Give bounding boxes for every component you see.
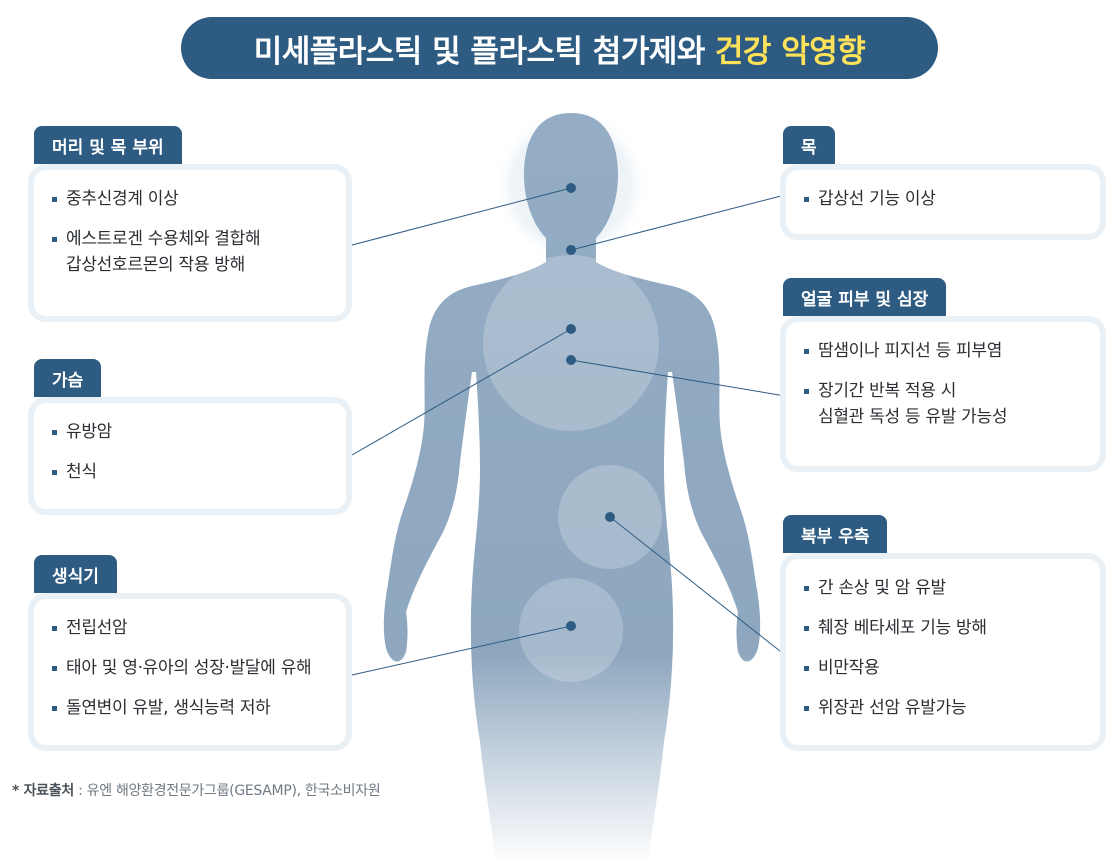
connector-chest bbox=[351, 328, 572, 456]
panel-head-neck: 중추신경계 이상 에스트로겐 수용체와 결합해 갑상선호르몬의 작용 방해 bbox=[28, 164, 352, 322]
source-prefix: * 자료출처 bbox=[12, 783, 74, 799]
list-item: 돌연변이 유발, 생식능력 저하 bbox=[50, 695, 330, 721]
source-note: * 자료출처 : 유엔 해양환경전문가그룹(GESAMP), 한국소비자원 bbox=[12, 780, 381, 800]
marker-reproductive bbox=[566, 621, 576, 631]
tag-neck: 목 bbox=[783, 126, 835, 164]
tag-chest: 가슴 bbox=[34, 359, 102, 397]
marker-neck bbox=[566, 245, 576, 255]
list-item: 태아 및 영·유아의 성장·발달에 유해 bbox=[50, 655, 330, 681]
title-highlight: 건강 악영향 bbox=[714, 33, 866, 70]
tag-skin-heart: 얼굴 피부 및 심장 bbox=[783, 278, 947, 316]
panel-neck: 갑상선 기능 이상 bbox=[780, 164, 1106, 240]
list-item: 장기간 반복 적용 시 심혈관 독성 등 유발 가능성 bbox=[802, 378, 1084, 430]
panel-reproductive: 전립선암 태아 및 영·유아의 성장·발달에 유해 돌연변이 유발, 생식능력 … bbox=[28, 593, 352, 751]
tag-abdomen: 복부 우측 bbox=[783, 515, 888, 553]
marker-head bbox=[566, 183, 576, 193]
tag-reproductive: 생식기 bbox=[34, 555, 117, 593]
list-item: 위장관 선암 유발가능 bbox=[802, 695, 1084, 721]
list-item: 간 손상 및 암 유발 bbox=[802, 575, 1084, 601]
list-item: 땀샘이나 피지선 등 피부염 bbox=[802, 338, 1084, 364]
marker-abdomen bbox=[605, 512, 615, 522]
tag-head-neck: 머리 및 목 부위 bbox=[34, 126, 182, 164]
marker-chest bbox=[566, 324, 576, 334]
panel-skin-heart: 땀샘이나 피지선 등 피부염 장기간 반복 적용 시 심혈관 독성 등 유발 가… bbox=[780, 316, 1106, 472]
connector-heart bbox=[570, 359, 786, 397]
list-item: 중추신경계 이상 bbox=[50, 186, 330, 212]
connector-abdomen bbox=[609, 516, 786, 656]
source-text: : 유엔 해양환경전문가그룹(GESAMP), 한국소비자원 bbox=[73, 783, 381, 799]
marker-heart bbox=[566, 355, 576, 365]
list-item: 천식 bbox=[50, 459, 330, 485]
connector-head bbox=[351, 187, 572, 246]
connector-reproductive bbox=[351, 625, 572, 676]
title-main: 미세플라스틱 및 플라스틱 첨가제와 bbox=[253, 33, 706, 70]
list-item: 갑상선 기능 이상 bbox=[802, 186, 1084, 212]
list-item: 에스트로겐 수용체와 결합해 갑상선호르몬의 작용 방해 bbox=[50, 226, 330, 278]
list-item: 비만작용 bbox=[802, 655, 1084, 681]
list-item: 전립선암 bbox=[50, 615, 330, 641]
list-item: 췌장 베타세포 기능 방해 bbox=[802, 615, 1084, 641]
panel-chest: 유방암 천식 bbox=[28, 397, 352, 515]
page-title: 미세플라스틱 및 플라스틱 첨가제와 건강 악영향 bbox=[181, 17, 938, 79]
panel-abdomen: 간 손상 및 암 유발 췌장 베타세포 기능 방해 비만작용 위장관 선암 유발… bbox=[780, 553, 1106, 751]
connector-neck bbox=[570, 194, 786, 251]
chest-highlight bbox=[483, 255, 659, 431]
body-silhouette bbox=[383, 113, 761, 864]
list-item: 유방암 bbox=[50, 419, 330, 445]
